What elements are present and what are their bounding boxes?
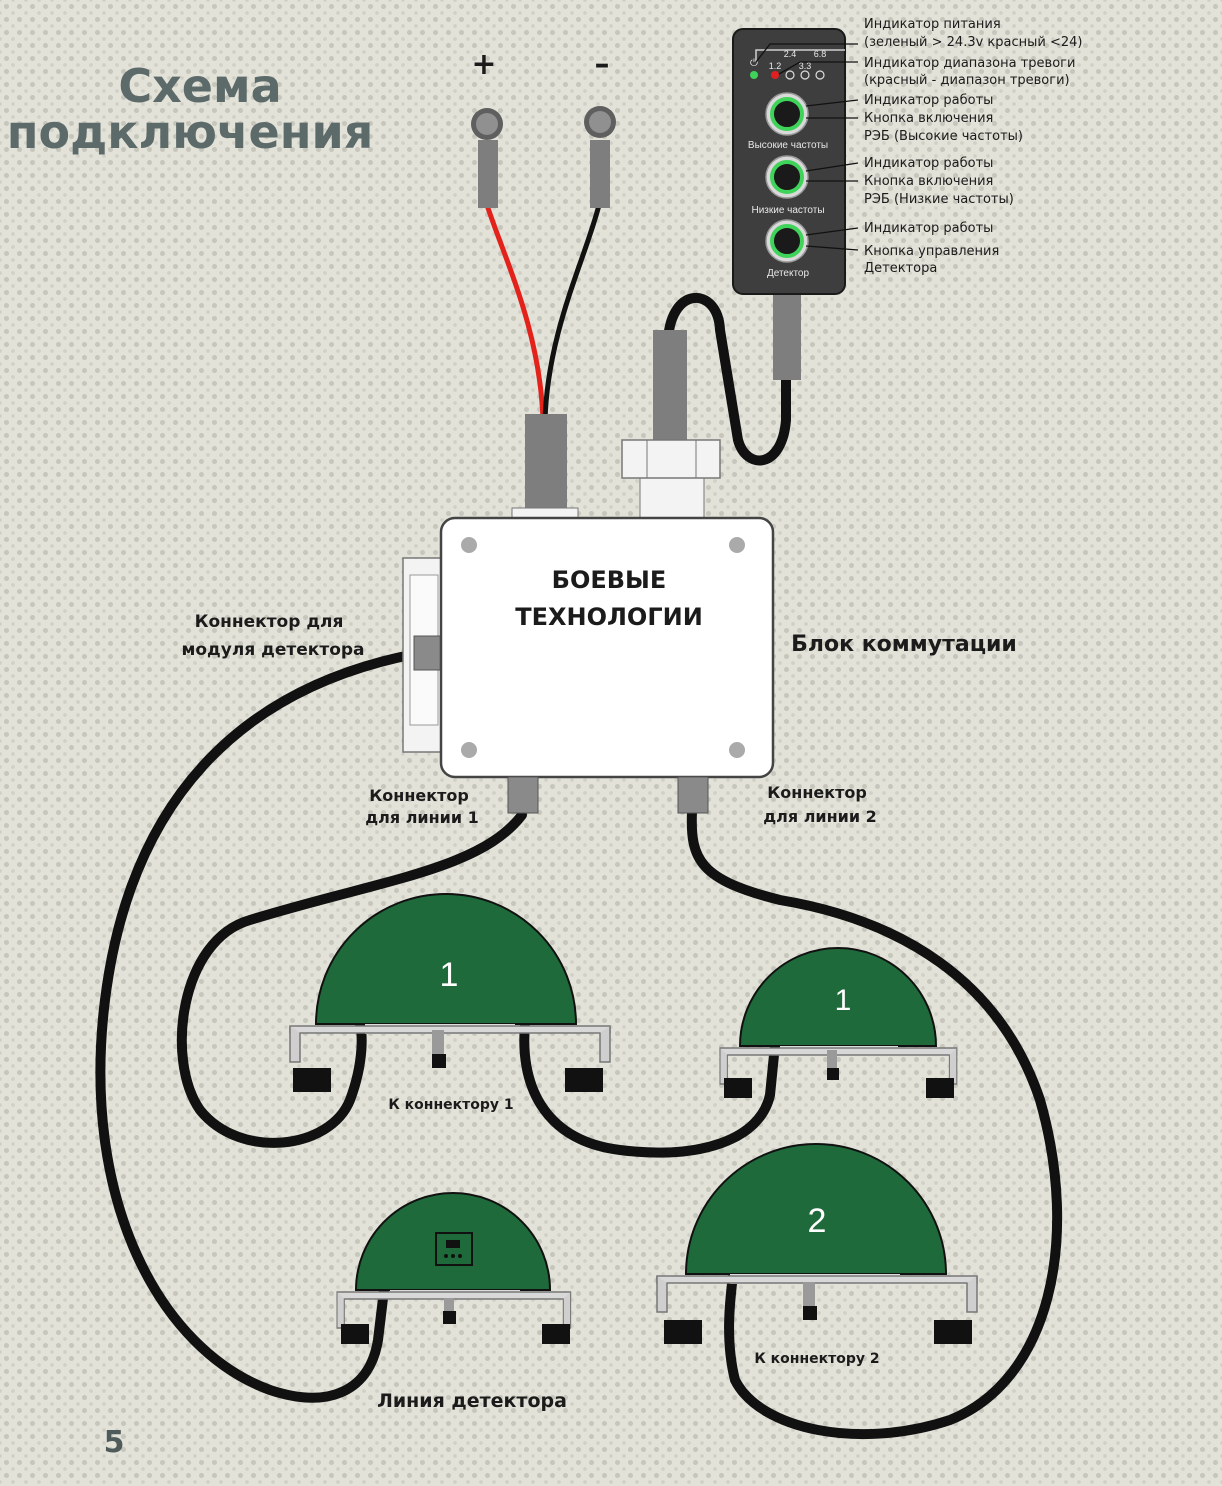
tick-12: 1.2 bbox=[769, 61, 782, 71]
black-wire bbox=[542, 204, 602, 421]
alarm-indicator-2 bbox=[785, 70, 795, 80]
title-line1: Схема bbox=[118, 59, 281, 113]
alarm-note-1: Индикатор диапазона тревоги bbox=[864, 56, 1075, 71]
detector-note-3: Детектора bbox=[864, 261, 937, 276]
antenna-2: 1 bbox=[719, 947, 958, 1098]
to-connector-1-label: К коннектору 1 bbox=[388, 1097, 513, 1113]
detector-connector-label-2: модуля детектора bbox=[181, 640, 364, 660]
power-icon: ⏻ bbox=[750, 58, 758, 69]
switch-box-name: Блок коммутации bbox=[791, 632, 1017, 657]
control-panel: ⏻ 2.4 6.8 1.2 3.3 Высокие частоты Низкие… bbox=[732, 28, 846, 295]
low-note-2: Кнопка включения bbox=[864, 174, 993, 189]
line2-connector-label-2: для линии 2 bbox=[763, 807, 877, 826]
power-note-2: (зеленый > 24.3v красный <24) bbox=[864, 35, 1083, 50]
detector-note-2: Кнопка управления bbox=[864, 244, 999, 259]
low-frequency-button[interactable] bbox=[765, 155, 809, 199]
tick-33: 3.3 bbox=[799, 61, 812, 71]
line2-connector bbox=[677, 776, 709, 814]
line1-jumper bbox=[519, 1020, 780, 1158]
panel-cable-plug bbox=[653, 330, 687, 440]
brand-line2: ТЕХНОЛОГИИ bbox=[515, 603, 703, 631]
detector-label: Детектор bbox=[767, 268, 810, 279]
line2-cable bbox=[686, 807, 1063, 1440]
antenna-1-number: 1 bbox=[440, 956, 459, 994]
low-frequency-label: Низкие частоты bbox=[751, 205, 824, 216]
power-note-1: Индикатор питания bbox=[864, 17, 1001, 32]
detector-note-1: Индикатор работы bbox=[864, 221, 993, 236]
to-connector-2-label: К коннектору 2 bbox=[754, 1351, 879, 1367]
antenna-3: 2 bbox=[656, 1143, 978, 1344]
brand-line1: БОЕВЫЕ bbox=[552, 566, 667, 594]
detector-cable bbox=[95, 650, 415, 1403]
alarm-note-2: (красный - диапазон тревоги) bbox=[864, 73, 1070, 88]
line1-connector-label-1: Коннектор bbox=[369, 786, 469, 805]
positive-lug bbox=[471, 108, 503, 208]
antenna-3-number: 2 bbox=[808, 1202, 827, 1240]
panel-cable bbox=[663, 292, 791, 466]
alarm-indicator-3 bbox=[800, 70, 810, 80]
red-wire bbox=[484, 204, 546, 421]
detector-line-label: Линия детектора bbox=[377, 1390, 567, 1412]
battery-terminals: + – bbox=[471, 47, 616, 512]
switch-box: БОЕВЫЕ ТЕХНОЛОГИИ bbox=[402, 439, 775, 814]
antenna-2-number: 1 bbox=[835, 984, 852, 1017]
page-title: Схема подключения bbox=[7, 59, 374, 159]
plus-sign: + bbox=[471, 47, 496, 82]
tick-68: 6.8 bbox=[814, 49, 827, 59]
line1-cable bbox=[176, 810, 527, 1148]
high-frequency-label: Высокие частоты bbox=[748, 140, 828, 151]
line2-connector-label-1: Коннектор bbox=[767, 783, 867, 802]
low-note-3: РЭБ (Низкие частоты) bbox=[864, 192, 1014, 207]
negative-lug bbox=[584, 106, 616, 208]
alarm-indicator-4 bbox=[815, 70, 825, 80]
low-note-1: Индикатор работы bbox=[864, 156, 993, 171]
detector-connector-label-1: Коннектор для bbox=[195, 612, 344, 632]
high-frequency-button[interactable] bbox=[765, 92, 809, 136]
panel-cable-strain-relief bbox=[773, 290, 801, 380]
minus-sign: – bbox=[595, 47, 610, 82]
high-note-3: РЭБ (Высокие частоты) bbox=[864, 129, 1023, 144]
alarm-indicator-1 bbox=[771, 71, 779, 79]
antenna-1: 1 bbox=[289, 893, 611, 1092]
tick-24: 2.4 bbox=[784, 49, 797, 59]
panel-leader-lines bbox=[755, 43, 859, 251]
title-line2: подключения bbox=[7, 105, 374, 159]
switch-box-labels: Блок коммутации Коннектор для модуля дет… bbox=[181, 612, 1016, 827]
cables bbox=[95, 650, 1063, 1440]
line1-connector bbox=[507, 776, 539, 814]
panel-annotations: Индикатор питания (зеленый > 24.3v красн… bbox=[864, 17, 1083, 276]
power-plug bbox=[525, 414, 567, 512]
detector-display-icon bbox=[435, 1232, 473, 1266]
detector-button[interactable] bbox=[765, 219, 809, 263]
detector-module bbox=[336, 1192, 572, 1344]
power-indicator bbox=[750, 71, 758, 79]
page-number: 5 bbox=[104, 1425, 125, 1460]
high-note-1: Индикатор работы bbox=[864, 93, 993, 108]
high-note-2: Кнопка включения bbox=[864, 111, 993, 126]
line1-connector-label-2: для линии 1 bbox=[365, 808, 479, 827]
